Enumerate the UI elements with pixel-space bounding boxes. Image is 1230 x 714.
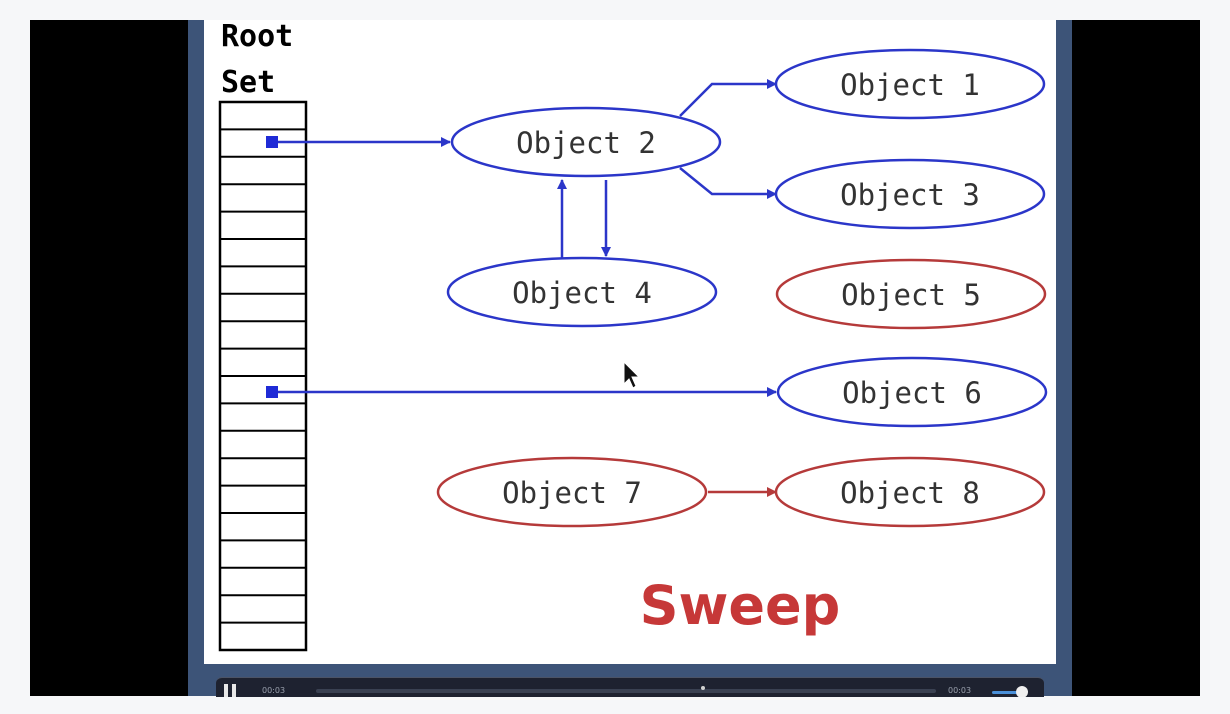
seek-handle[interactable] (701, 686, 705, 690)
root-set-label-set: Set (221, 65, 275, 100)
root-pointer-2 (266, 386, 278, 398)
object-node-5: Object 5 (775, 258, 1047, 330)
object-label-6: Object 6 (842, 376, 982, 410)
current-time: 00:03 (262, 686, 286, 695)
object-node-3: Object 3 (774, 158, 1046, 230)
volume-slider[interactable] (992, 691, 1026, 694)
object-node-6: Object 6 (776, 356, 1048, 428)
object-node-2: Object 2 (450, 106, 722, 178)
reference-arrows (272, 79, 777, 497)
slide-canvas: Root Set Object 1 Object 2 Object (204, 20, 1056, 664)
object-label-8: Object 8 (840, 476, 980, 510)
object-label-2: Object 2 (516, 126, 656, 160)
volume-knob[interactable] (1016, 686, 1028, 697)
root-set-table (218, 100, 308, 652)
seek-bar[interactable] (316, 689, 936, 693)
mouse-cursor-icon (623, 360, 641, 389)
duration-time: 00:03 (948, 686, 972, 695)
object-node-7: Object 7 (436, 456, 708, 528)
object-node-8: Object 8 (774, 456, 1046, 528)
root-pointer-1 (266, 136, 278, 148)
object2-to-object3-arrow (679, 167, 777, 199)
pause-button[interactable] (224, 684, 238, 697)
object2-to-object1-arrow (679, 79, 777, 117)
video-controls-bar: 00:03 00:03 (216, 677, 1044, 697)
object-label-4: Object 4 (512, 276, 652, 310)
pause-icon (224, 684, 228, 697)
sweep-phase-label: Sweep (640, 574, 841, 637)
object-node-4: Object 4 (446, 256, 718, 328)
root-set-label-root: Root (221, 20, 293, 54)
object-label-5: Object 5 (841, 278, 981, 312)
object-label-1: Object 1 (840, 68, 980, 102)
object-label-3: Object 3 (840, 178, 980, 212)
object-node-1: Object 1 (774, 48, 1046, 120)
object-label-7: Object 7 (502, 476, 642, 510)
